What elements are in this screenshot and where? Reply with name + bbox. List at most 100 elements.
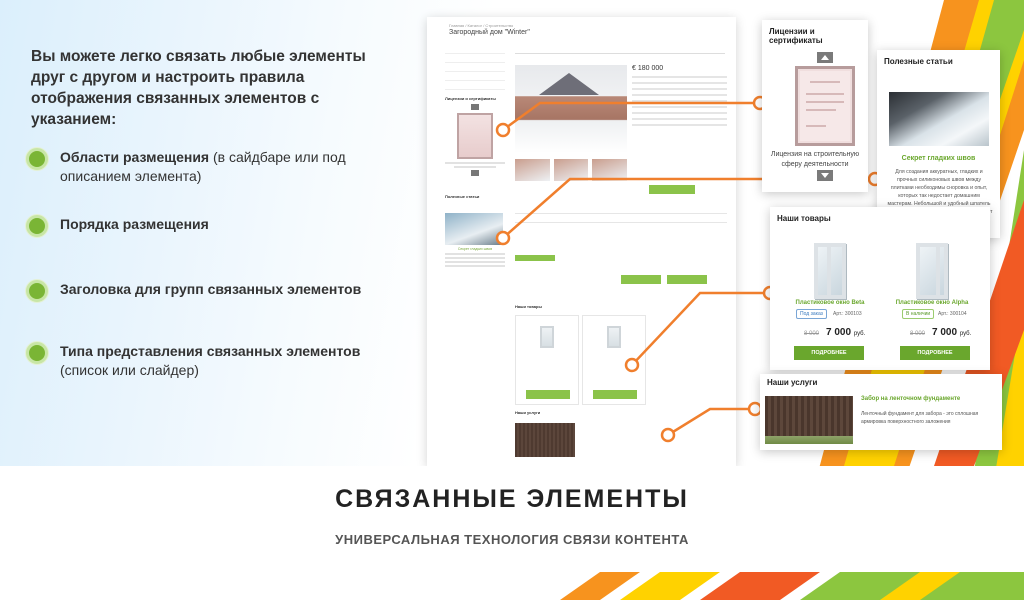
- feature-item: Порядка размещения: [26, 215, 209, 237]
- sidebar-licenses-heading: Лицензии и сертификаты: [445, 96, 496, 101]
- image-thumbnails: [515, 159, 628, 181]
- mini-product-card[interactable]: [582, 315, 646, 405]
- sidebar-menu-item[interactable]: [445, 72, 505, 81]
- sidebar-articles-heading: Полезные статьи: [445, 194, 480, 199]
- certificate-thumbnail[interactable]: [457, 113, 493, 159]
- feature-bold: Области размещения: [60, 149, 210, 165]
- thumbnail[interactable]: [592, 159, 628, 181]
- articles-card: Полезные статьи Секрет гладких швов Для …: [877, 50, 1000, 238]
- slider-down-icon[interactable]: [471, 170, 479, 176]
- subtitle: УНИВЕРСАЛЬНАЯ ТЕХНОЛОГИЯ СВЯЗИ КОНТЕНТА: [335, 532, 689, 547]
- products-card: Наши товары Пластиковое окно Beta Под за…: [770, 207, 990, 370]
- service-link[interactable]: Забор на ленточном фундаменте: [861, 396, 961, 402]
- check-bullet-icon: [26, 342, 48, 364]
- window-icon: [607, 326, 621, 348]
- fence-service-image[interactable]: [765, 396, 853, 444]
- product-name[interactable]: Пластиковое окно Alpha: [895, 300, 969, 306]
- sidebar-menu-item[interactable]: [445, 54, 505, 63]
- intro-text: Вы можете легко связать любые элементы д…: [31, 48, 366, 128]
- product-price: 7 000 руб.: [932, 327, 971, 338]
- check-bullet-icon: [26, 215, 48, 237]
- card-title: Наши товары: [777, 214, 831, 223]
- service-description: Ленточный фундамент для забора - это спл…: [861, 411, 979, 425]
- house-roof-shape: [539, 73, 599, 95]
- divider: [515, 222, 727, 223]
- feature-text: Области размещения (в сайдбаре или под о…: [60, 148, 386, 186]
- article-link[interactable]: Секрет гладких швов: [457, 247, 493, 251]
- feature-text: Заголовка для групп связанных элементов: [60, 280, 361, 299]
- price-currency: руб.: [959, 331, 972, 337]
- sidebar-menu-item[interactable]: [445, 63, 505, 72]
- consult-button[interactable]: [667, 275, 707, 284]
- details-button[interactable]: ПОДРОБНЕЕ: [900, 346, 970, 360]
- slider-up-icon[interactable]: [471, 104, 479, 110]
- text-line: [445, 257, 505, 259]
- price-value: 7 000: [826, 327, 852, 338]
- main-title: СВЯЗАННЫЕ ЭЛЕМЕНТЫ: [335, 485, 689, 513]
- licenses-card: Лицензии и сертификаты Лицензия на строи…: [762, 20, 868, 192]
- sidebar-menu-item[interactable]: [445, 45, 505, 54]
- product-price: € 180 000: [632, 65, 664, 72]
- price-currency: руб.: [853, 331, 866, 337]
- window-icon: [540, 326, 554, 348]
- breadcrumb: Главная / Каталог / Строительство: [449, 23, 514, 28]
- text-line: [445, 253, 505, 255]
- sidebar-menu: [445, 45, 505, 90]
- divider: [515, 213, 727, 214]
- product-name[interactable]: Пластиковое окно Beta: [795, 300, 865, 306]
- order-button[interactable]: [649, 185, 695, 194]
- card-title: Полезные статьи: [884, 57, 953, 66]
- our-products-heading: Наши товары: [515, 304, 542, 309]
- page-tabs[interactable]: [515, 44, 725, 54]
- mini-buy-button[interactable]: [526, 390, 570, 399]
- feature-item: Заголовка для групп связанных элементов: [26, 280, 361, 302]
- availability-badge: Под заказ: [796, 309, 827, 319]
- thumbnail[interactable]: [515, 159, 550, 181]
- text-line: [632, 112, 727, 114]
- feature-bold: Порядка размещения: [60, 216, 209, 232]
- thumbnail[interactable]: [553, 159, 589, 181]
- card-title: Наши услуги: [767, 378, 818, 387]
- article-thumbnail[interactable]: [445, 213, 503, 245]
- feature-bold: Заголовка для групп связанных элементов: [60, 281, 362, 297]
- description-lines: [632, 76, 727, 126]
- text-line: [632, 118, 727, 120]
- question-button[interactable]: [515, 255, 555, 261]
- doc-line: [806, 93, 844, 95]
- check-bullet-icon: [26, 148, 48, 170]
- mini-buy-button[interactable]: [593, 390, 637, 399]
- slider-up-icon[interactable]: [817, 52, 833, 63]
- sidebar: Лицензии и сертификаты Полезные статьи С…: [445, 45, 505, 269]
- article-link[interactable]: Секрет гладких швов: [901, 155, 976, 162]
- text-line: [632, 100, 727, 102]
- slider-down-icon[interactable]: [817, 170, 833, 181]
- feature-rest: (в сайдбаре или под описанием элемента): [60, 149, 346, 184]
- caption-line: [445, 162, 505, 164]
- window-product-image[interactable]: [916, 243, 948, 299]
- feature-bold: Типа представления связанных элементов: [60, 343, 361, 359]
- feature-rest: (список или слайдер): [60, 362, 199, 378]
- bottom-decor-stripes: [0, 572, 1024, 600]
- card-title: Лицензии и сертификаты: [769, 27, 823, 45]
- text-line: [445, 261, 505, 263]
- text-line: [632, 124, 727, 126]
- calc-button[interactable]: [621, 275, 661, 284]
- price-block: € 180 000: [632, 65, 727, 130]
- details-button[interactable]: ПОДРОБНЕЕ: [794, 346, 864, 360]
- product-sku: Арт.: 300103: [833, 311, 862, 317]
- text-line: [632, 76, 727, 78]
- product-page-screenshot: Главная / Каталог / Строительство Загоро…: [427, 17, 736, 466]
- our-services-heading: Наши услуги: [515, 410, 541, 415]
- certificate-image[interactable]: [795, 66, 855, 146]
- feature-item: Области размещения (в сайдбаре или под о…: [26, 148, 386, 186]
- text-line: [632, 88, 727, 90]
- title-band: [0, 466, 1024, 572]
- article-image[interactable]: [889, 92, 989, 146]
- window-product-image[interactable]: [814, 243, 846, 299]
- doc-line: [810, 81, 840, 83]
- service-thumbnail[interactable]: [515, 423, 575, 457]
- price-value: 7 000: [932, 327, 958, 338]
- mini-product-card[interactable]: [515, 315, 579, 405]
- sidebar-menu-item[interactable]: [445, 81, 505, 90]
- caption-line: [454, 166, 496, 168]
